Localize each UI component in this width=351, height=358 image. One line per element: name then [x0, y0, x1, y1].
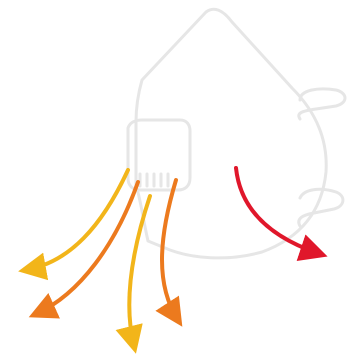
valve-airflow-arrows	[26, 170, 178, 346]
valve-vent-slots	[140, 174, 168, 186]
respirator-mask	[128, 9, 345, 258]
airflow-arrow-red-side	[236, 168, 320, 254]
airflow-arrow-orange-left	[36, 182, 138, 314]
airflow-arrow-yellow-left	[26, 170, 128, 270]
airflow-arrow-yellow-center	[129, 196, 150, 346]
